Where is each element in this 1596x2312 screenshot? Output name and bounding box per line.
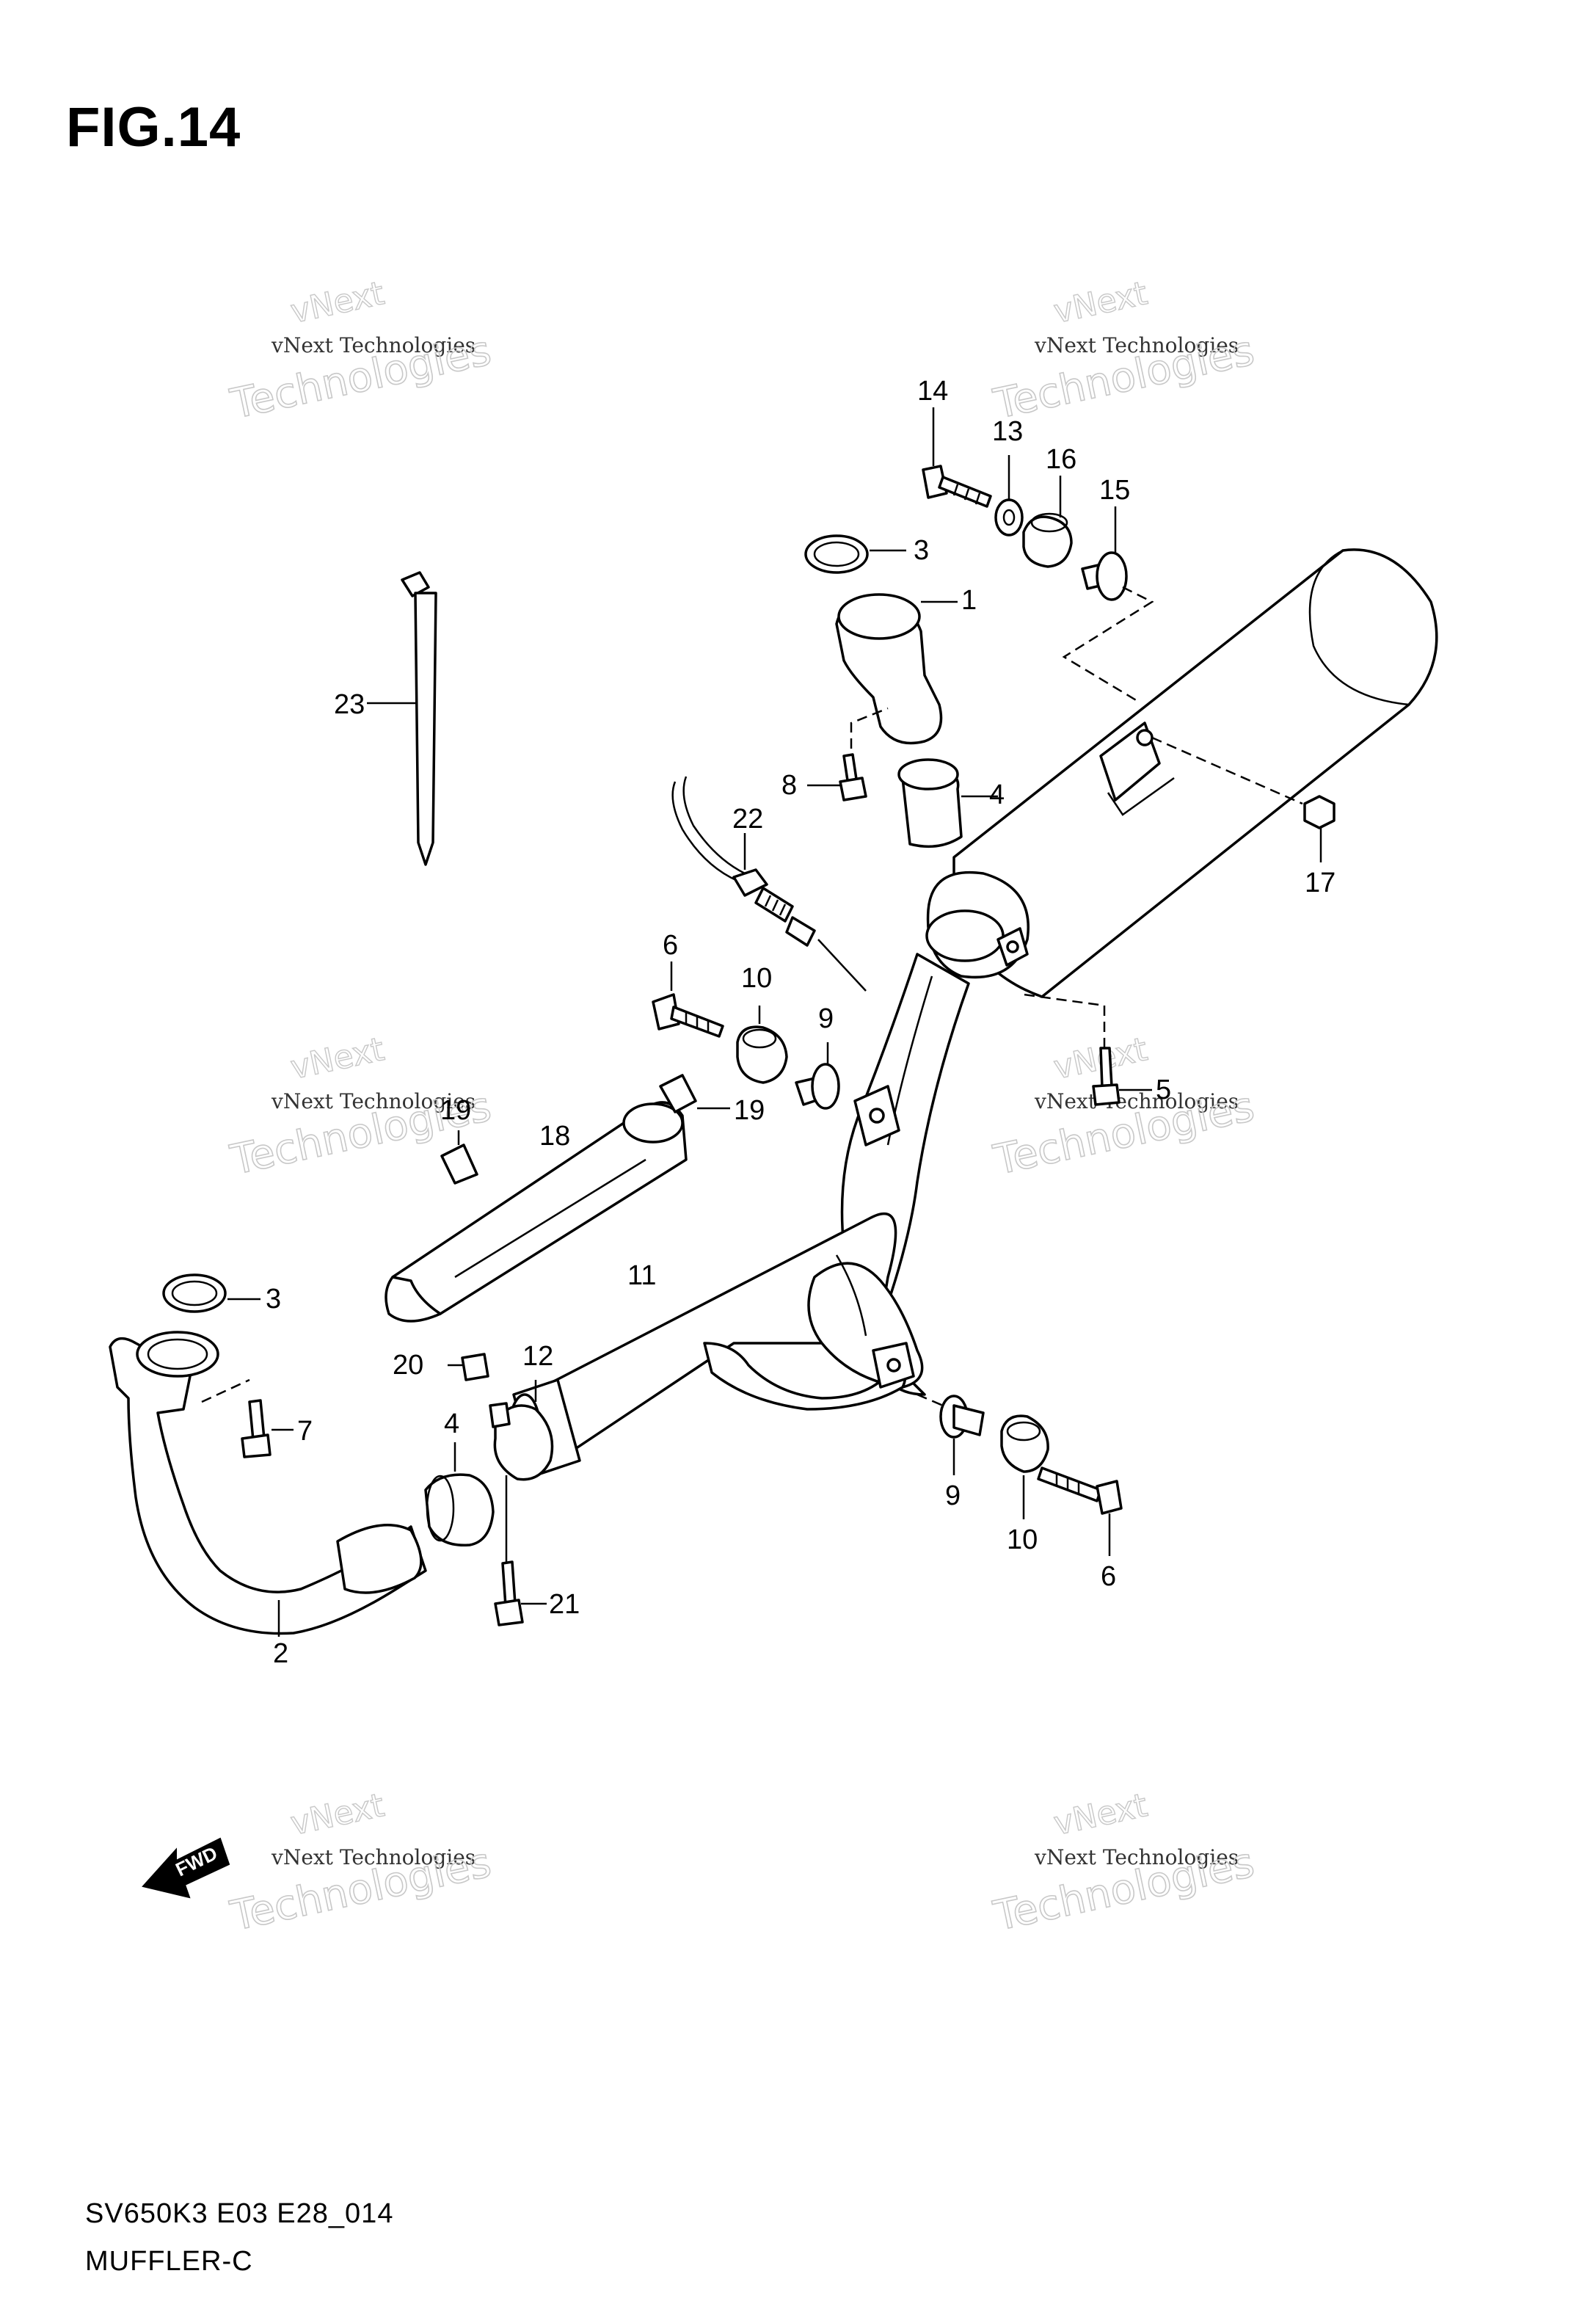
watermark-bottom-left: vNext vNext Technologies Technologies: [226, 1786, 496, 1941]
watermark-small-text: vNext Technologies: [1034, 1089, 1239, 1113]
callout-3-lower: 3: [266, 1284, 281, 1315]
callout-7: 7: [297, 1416, 313, 1447]
part-6-bolt-upper: [652, 961, 724, 1038]
callout-23: 23: [334, 689, 365, 720]
callout-5: 5: [1156, 1075, 1171, 1105]
part-18-heat-shield: [385, 1101, 688, 1323]
callout-6-upper: 6: [663, 930, 678, 961]
callout-10-lower: 10: [1007, 1524, 1038, 1555]
callout-9-upper: 9: [818, 1003, 834, 1034]
section-name: MUFFLER-C: [85, 2246, 253, 2277]
watermark-small-text: vNext Technologies: [1034, 333, 1239, 357]
part-10-grommet-lower: [1000, 1414, 1049, 1519]
watermark-small-text: vNext Technologies: [1034, 1845, 1239, 1869]
callout-8: 8: [781, 770, 797, 801]
watermark-top-left: vNext vNext Technologies Technologies: [226, 274, 496, 429]
part-19-clip-upper: [659, 1074, 730, 1113]
watermark-small-text: vNext Technologies: [271, 1089, 475, 1113]
callout-4-lower: 4: [444, 1408, 459, 1439]
part-3-gasket-upper: [804, 534, 906, 574]
part-21-bolt: [494, 1560, 547, 1626]
callout-15: 15: [1099, 475, 1130, 506]
part-9-collar-lower: [917, 1393, 985, 1475]
part-3-gasket-lower: [162, 1273, 260, 1313]
part-2-front-pipe: [109, 1331, 427, 1637]
watermark-small-text: vNext Technologies: [271, 1845, 475, 1869]
part-19-clip-lower: [440, 1130, 478, 1185]
watermark-top-right: vNext vNext Technologies Technologies: [989, 274, 1259, 429]
callout-9-lower: 9: [945, 1480, 961, 1511]
callout-11: 11: [627, 1260, 656, 1291]
callout-17: 17: [1305, 868, 1336, 898]
model-code: SV650K3 E03 E28_014: [85, 2198, 394, 2229]
callout-labels: 1 2 3 3 4 4 5 6 6 7 8 9 9 10 10 11 12 13…: [266, 376, 1336, 1669]
callout-19-upper: 19: [734, 1095, 765, 1126]
callout-2: 2: [273, 1638, 288, 1669]
part-4-sleeve-lower: [424, 1442, 495, 1547]
callout-13: 13: [992, 416, 1023, 447]
callout-18: 18: [539, 1121, 570, 1152]
part-13-washer: [994, 455, 1024, 537]
part-12-clamp: [489, 1380, 554, 1585]
part-4-sleeve-upper: [897, 758, 998, 848]
callout-14: 14: [917, 376, 948, 407]
part-17-nut: [1151, 736, 1336, 862]
part-7-bolt: [201, 1378, 294, 1458]
watermark-top-text: vNext: [1051, 275, 1151, 331]
callout-3-upper: 3: [914, 535, 929, 566]
callout-16: 16: [1046, 444, 1076, 475]
callout-12: 12: [522, 1341, 553, 1372]
watermark-top-text: vNext: [288, 1030, 387, 1087]
part-22-o2-sensor: [671, 776, 867, 992]
watermark-middle-right: vNext vNext Technologies Technologies: [989, 1030, 1259, 1185]
part-8-bolt: [807, 707, 889, 801]
callout-1: 1: [961, 585, 977, 616]
watermark-top-text: vNext: [288, 1786, 387, 1843]
part-1-joint-pipe: [835, 593, 958, 745]
part-15-collar: [1062, 506, 1154, 702]
callout-20: 20: [393, 1350, 423, 1381]
part-20-bolt: [448, 1353, 489, 1381]
watermark-top-text: vNext: [1051, 1786, 1151, 1843]
part-5-bolt: [1023, 993, 1152, 1106]
part-14-bolt: [922, 407, 992, 508]
callout-19-lower: 19: [440, 1095, 471, 1126]
callout-21: 21: [549, 1589, 580, 1620]
callout-10-upper: 10: [741, 963, 772, 994]
callout-22: 22: [732, 804, 763, 835]
part-9-collar-upper: [795, 1042, 840, 1110]
watermark-bottom-right: vNext vNext Technologies Technologies: [989, 1786, 1259, 1941]
callout-4-upper: 4: [989, 779, 1005, 810]
part-10-grommet-upper: [736, 1006, 788, 1084]
figure-title: FIG.14: [66, 96, 241, 159]
muffler-body: [925, 548, 1438, 998]
callout-6-lower: 6: [1101, 1561, 1116, 1592]
part-6-bolt-lower: [1037, 1466, 1123, 1556]
watermark-top-text: vNext: [288, 275, 387, 331]
fwd-arrow-icon: FWD: [142, 1837, 230, 1899]
watermark-small-text: vNext Technologies: [271, 333, 475, 357]
part-16-grommet: [1022, 476, 1073, 568]
part-23-cable-tie: [367, 571, 437, 866]
